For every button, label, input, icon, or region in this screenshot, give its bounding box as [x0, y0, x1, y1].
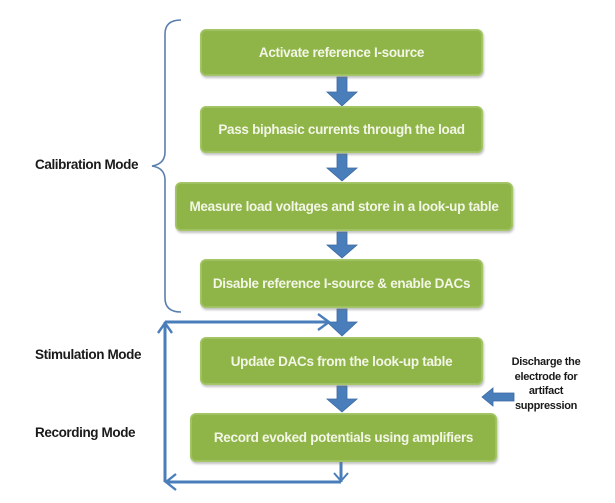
arrow-step3-to-step4: [325, 231, 359, 259]
recording-mode-label: Recording Mode: [35, 425, 136, 440]
step-label: Record evoked potentials using amplifier…: [213, 430, 474, 445]
step-box-record-evoked-potentials: Record evoked potentials using amplifier…: [190, 413, 497, 462]
step-box-activate-reference: Activate reference I-source: [200, 29, 483, 76]
step-box-pass-biphasic-currents: Pass biphasic currents through the load: [200, 106, 483, 153]
discharge-electrode-note: Discharge the electrode for artifact sup…: [506, 355, 586, 413]
calibration-mode-label: Calibration Mode: [35, 157, 139, 172]
step-box-disable-reference: Disable reference I-source & enable DACs: [200, 259, 483, 308]
arrow-step1-to-step2: [325, 76, 359, 107]
side-note-line: electrode for: [514, 370, 578, 383]
loop-arrowhead-right: [317, 313, 332, 331]
side-note-line: artifact: [528, 385, 564, 397]
arrow-step4-to-step5: [325, 308, 359, 337]
calibration-brace: [151, 19, 182, 313]
side-note-arrow: [481, 387, 515, 407]
step-label: Activate reference I-source: [258, 45, 425, 60]
side-note-line: suppression: [514, 399, 578, 412]
step-label: Measure load voltages and store in a loo…: [189, 199, 499, 214]
arrow-step5-to-step6: [325, 385, 359, 413]
step-box-measure-load-voltages: Measure load voltages and store in a loo…: [175, 182, 513, 231]
side-note-line: Discharge the: [511, 356, 581, 368]
step-label: Pass biphasic currents through the load: [218, 122, 465, 137]
step-box-update-dacs: Update DACs from the look-up table: [200, 337, 483, 385]
step-label: Disable reference I-source & enable DACs: [212, 276, 471, 291]
stimulation-mode-label: Stimulation Mode: [35, 347, 142, 362]
step-label: Update DACs from the look-up table: [230, 353, 453, 369]
arrow-step2-to-step3: [325, 153, 359, 182]
